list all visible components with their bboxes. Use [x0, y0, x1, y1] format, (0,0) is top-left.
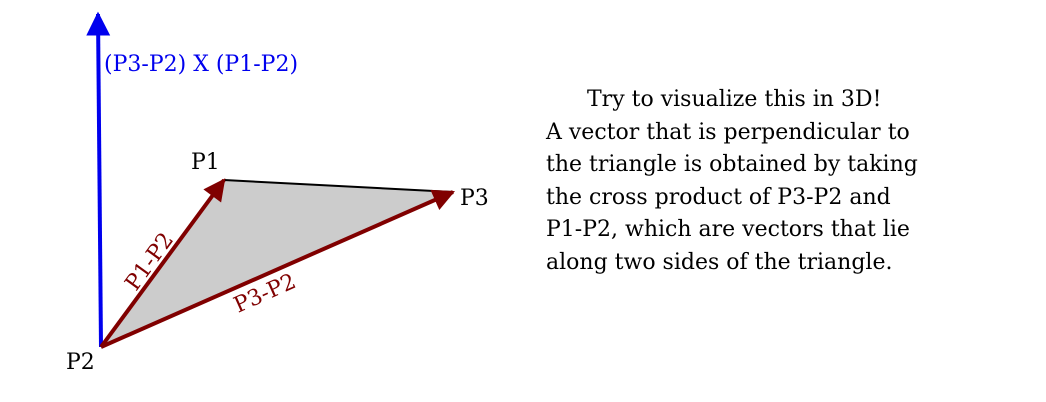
- triangle-edge-p1-p3: [223, 179, 454, 193]
- explanation-text: Try to visualize this in 3D! A vector th…: [546, 84, 1016, 279]
- edge-vector-p1-p2-arrow: [99, 178, 226, 349]
- explanation-line: A vector that is perpendicular to: [546, 119, 910, 145]
- explanation-line: Try to visualize this in 3D!: [587, 87, 882, 112]
- explanation-line: the cross product of P3-P2 and: [546, 184, 891, 210]
- normal-vector-arrow: [86, 11, 111, 348]
- explanation-line: the triangle is obtained by taking: [546, 152, 918, 177]
- edge-vector-p3-p2-arrow: [100, 189, 456, 349]
- explanation-line: P1-P2, which are vectors that lie: [546, 217, 910, 242]
- point-p1-label: P1: [191, 150, 220, 175]
- triangle: [101, 180, 453, 347]
- explanation-line: along two sides of the triangle.: [546, 249, 893, 275]
- normal-vector-label: (P3-P2) X (P1-P2): [104, 52, 298, 77]
- point-p3-label: P3: [460, 186, 489, 211]
- point-p2-label: P2: [66, 350, 95, 375]
